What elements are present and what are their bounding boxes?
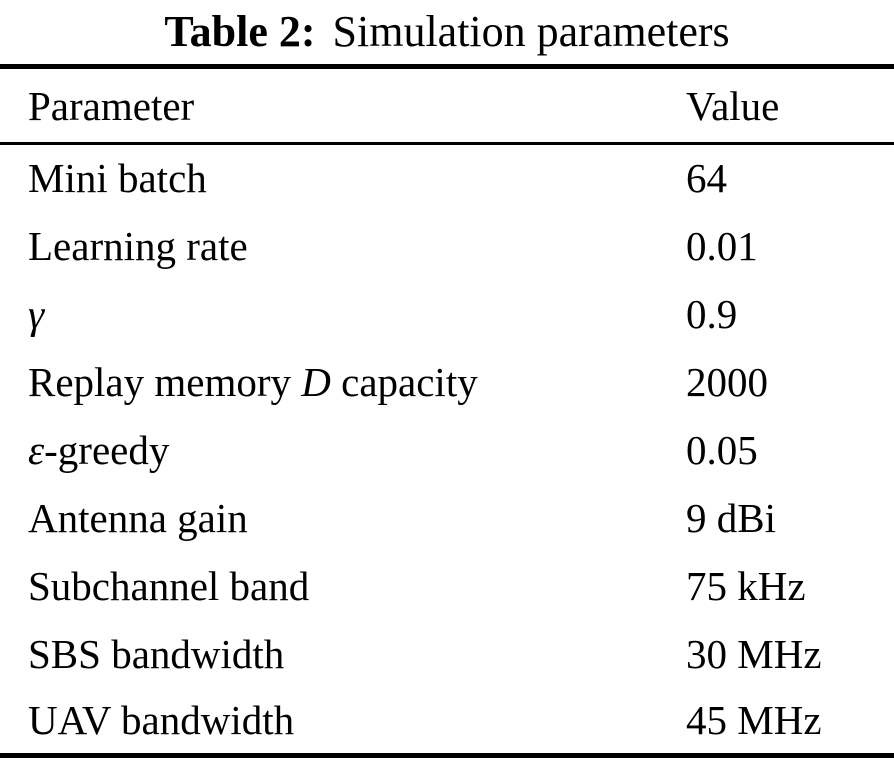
value-cell: 45 MHz <box>686 697 822 744</box>
simulation-parameters-table: Parameter Value Mini batch 64 Learning r… <box>0 64 894 758</box>
table-row: SBS bandwidth 30 MHz <box>0 620 894 688</box>
parameter-text: UAV bandwidth <box>28 697 295 744</box>
table-row: UAV bandwidth 45 MHz <box>0 688 894 756</box>
parameter-cell: Subchannel band <box>0 552 686 620</box>
table-row: Mini batch 64 <box>0 144 894 212</box>
parameter-text: Antenna gain <box>28 494 248 541</box>
parameter-cell: UAV bandwidth <box>0 688 686 756</box>
parameter-text-post: -greedy <box>44 426 170 473</box>
header-row: Parameter Value <box>0 67 894 144</box>
value-cell: 0.01 <box>686 222 758 269</box>
table-caption-text: Simulation parameters <box>332 7 730 56</box>
math-symbol-d: D <box>301 358 331 405</box>
parameter-cell: γ <box>0 280 686 348</box>
value-cell: 64 <box>686 155 727 202</box>
table-caption: Table 2: Simulation parameters <box>0 0 894 64</box>
table-row: Subchannel band 75 kHz <box>0 552 894 620</box>
table-row: ε-greedy 0.05 <box>0 416 894 484</box>
parameter-text: Subchannel band <box>28 562 310 609</box>
value-cell: 0.05 <box>686 426 758 473</box>
value-cell: 30 MHz <box>686 630 822 677</box>
value-cell: 0.9 <box>686 290 738 337</box>
parameter-text: Replay memory <box>28 358 302 405</box>
parameter-text: Mini batch <box>28 155 207 202</box>
table-row: Learning rate 0.01 <box>0 212 894 280</box>
column-header-parameter: Parameter <box>28 82 195 129</box>
table-row: Replay memory D capacity 2000 <box>0 348 894 416</box>
epsilon-symbol: ε <box>28 426 45 473</box>
table-row: γ 0.9 <box>0 280 894 348</box>
value-cell: 75 kHz <box>686 562 806 609</box>
parameter-cell: Antenna gain <box>0 484 686 552</box>
gamma-symbol: γ <box>28 290 45 337</box>
parameter-text: Learning rate <box>28 222 248 269</box>
parameter-cell: Learning rate <box>0 212 686 280</box>
value-cell: 2000 <box>686 358 768 405</box>
parameter-cell: SBS bandwidth <box>0 620 686 688</box>
value-cell: 9 dBi <box>686 494 776 541</box>
parameter-text-post: capacity <box>330 358 478 405</box>
column-header-value: Value <box>686 82 780 129</box>
parameter-cell: Mini batch <box>0 144 686 212</box>
parameter-cell: Replay memory D capacity <box>0 348 686 416</box>
parameter-cell: ε-greedy <box>0 416 686 484</box>
table-row: Antenna gain 9 dBi <box>0 484 894 552</box>
table-caption-label: Table 2: <box>164 7 316 56</box>
parameter-text: SBS bandwidth <box>28 630 285 677</box>
